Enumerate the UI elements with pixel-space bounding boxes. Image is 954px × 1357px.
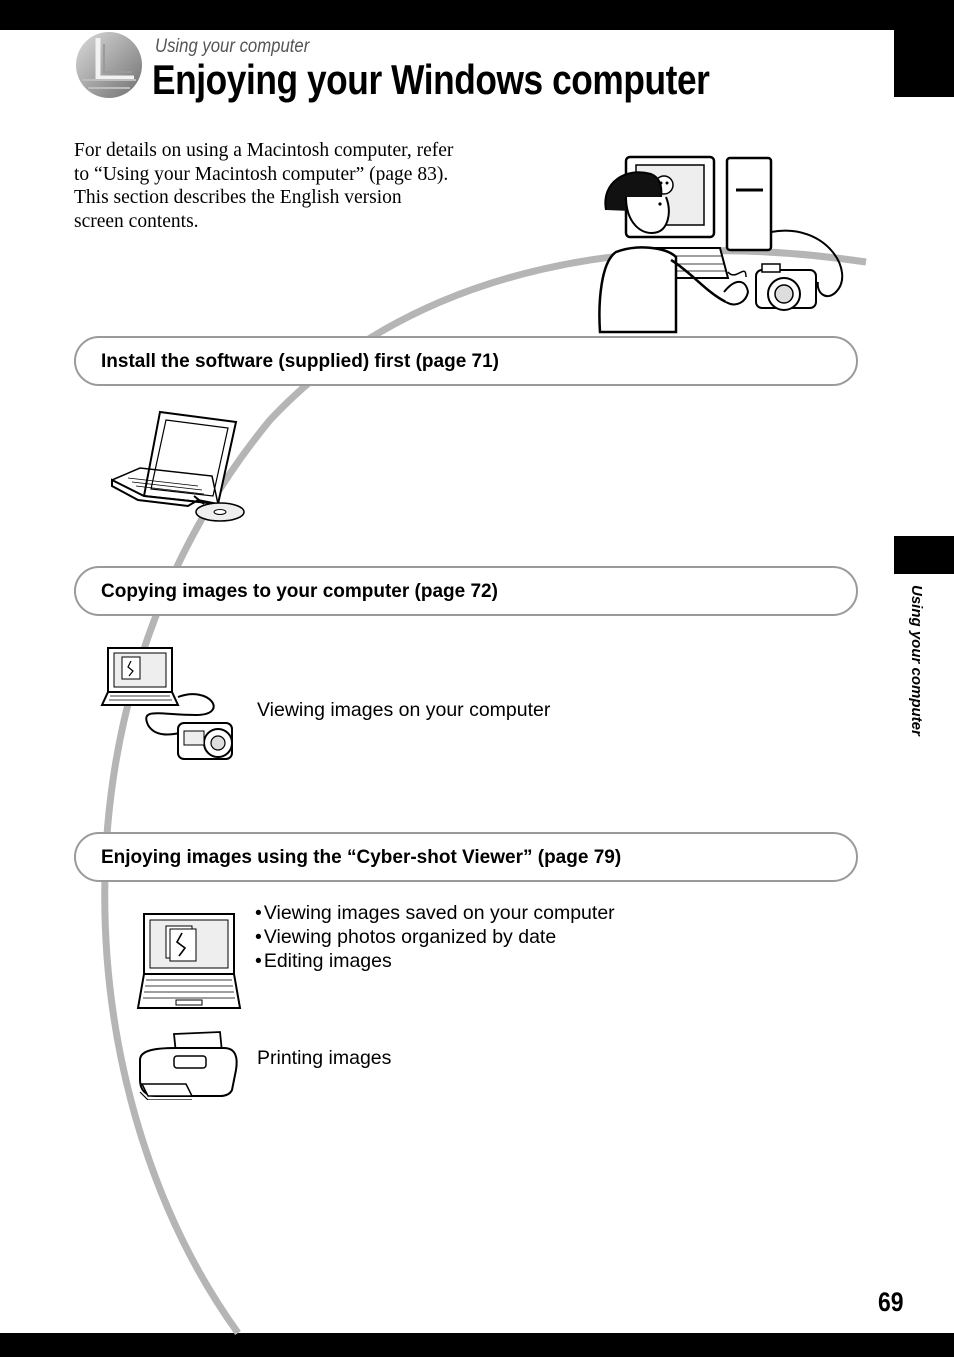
section-icon bbox=[76, 32, 142, 98]
person-computer-camera-illustration bbox=[598, 155, 844, 334]
page-title: Enjoying your Windows computer bbox=[152, 56, 710, 103]
list-item: Viewing photos organized by date bbox=[255, 925, 615, 949]
step-cyber-shot-viewer: Enjoying images using the “Cyber-shot Vi… bbox=[74, 832, 858, 882]
intro-paragraph: For details on using a Macintosh compute… bbox=[74, 140, 454, 185]
copy-caption: Viewing images on your computer bbox=[257, 699, 551, 721]
chapter-tab-top bbox=[894, 30, 954, 97]
laptop-camera-illustration bbox=[100, 647, 233, 760]
list-item: Viewing images saved on your computer bbox=[255, 901, 615, 925]
laptop-cd-illustration bbox=[111, 410, 245, 522]
intro-text: For details on using a Macintosh compute… bbox=[74, 139, 454, 233]
bottom-black-bar bbox=[0, 1333, 954, 1357]
step-install-software: Install the software (supplied) first (p… bbox=[74, 336, 858, 386]
step-label: Copying images to your computer (page 72… bbox=[101, 581, 498, 602]
intro-paragraph: This section describes the English versi… bbox=[74, 187, 402, 232]
step-label: Enjoying images using the “Cyber-shot Vi… bbox=[101, 847, 622, 868]
viewer-feature-list: Viewing images saved on your computer Vi… bbox=[255, 901, 615, 973]
page-number: 69 bbox=[878, 1287, 904, 1317]
list-item: Editing images bbox=[255, 949, 615, 973]
printer-illustration bbox=[139, 1031, 238, 1100]
side-chapter-text: Using your computer bbox=[908, 585, 925, 736]
print-caption: Printing images bbox=[257, 1047, 392, 1069]
step-copy-images: Copying images to your computer (page 72… bbox=[74, 566, 858, 616]
side-chapter-label: Using your computer bbox=[900, 585, 930, 755]
laptop-photo-illustration bbox=[136, 913, 242, 1009]
chapter-tab-marker bbox=[894, 536, 954, 574]
section-kicker: Using your computer bbox=[155, 36, 310, 57]
step-label: Install the software (supplied) first (p… bbox=[101, 351, 500, 372]
top-black-bar bbox=[0, 0, 954, 30]
